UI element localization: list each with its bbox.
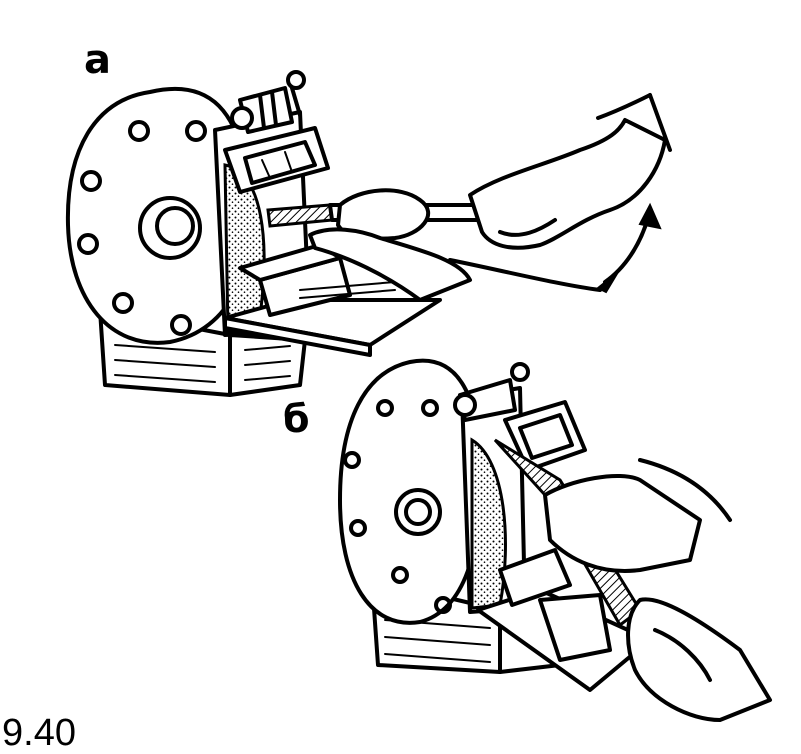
figure-number: 9.40 (2, 712, 76, 754)
shield-clamp-knob (230, 70, 306, 134)
spindle-hub-b (394, 488, 442, 536)
bolt-holes (77, 120, 207, 336)
tool-rest-b (476, 548, 652, 692)
bolt-holes-b (343, 399, 452, 614)
hands-panel-b (543, 458, 772, 722)
panel-a-grinder (65, 70, 672, 397)
wheel-guard-disc (65, 86, 254, 345)
eye-shield-b (453, 362, 587, 472)
hands-panel-a (308, 93, 672, 302)
tool-rest (223, 243, 442, 357)
panel-b-label: б (283, 397, 310, 441)
file-blade (266, 203, 334, 228)
panel-b-grinder (338, 358, 772, 722)
double-arrow-icon (596, 202, 662, 294)
eye-shield (223, 126, 330, 194)
panel-a-label: а (84, 37, 111, 83)
